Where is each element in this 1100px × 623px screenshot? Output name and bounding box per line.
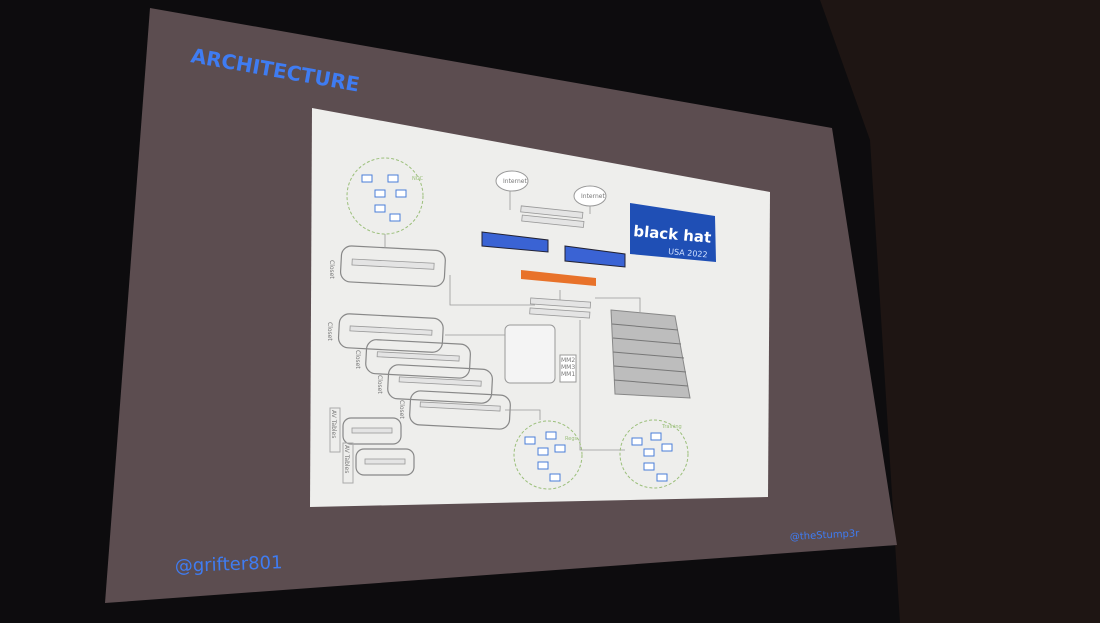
- core-switches: [520, 205, 585, 228]
- svg-text:USA 2022: USA 2022: [668, 247, 708, 259]
- svg-text:MM3: MM3: [561, 364, 575, 371]
- svg-text:MM1: MM1: [561, 371, 575, 378]
- firewall: [521, 270, 596, 286]
- svg-text:Closet: Closet: [326, 322, 333, 341]
- links: [449, 275, 641, 451]
- footer-right-handle: @theStump3r: [790, 528, 861, 543]
- svg-text:Closet: Closet: [354, 350, 361, 369]
- av-tables-2: AV Tables: [342, 442, 415, 484]
- svg-text:Training: Training: [661, 424, 682, 430]
- av-tables-1: AV Tables: [329, 407, 402, 453]
- distribution-switches: [529, 297, 592, 319]
- closet-4: Closet: [398, 390, 511, 430]
- cluster-noc: NOC: [346, 157, 424, 235]
- internet-cloud-1: Internet: [495, 170, 529, 192]
- closet-2: Closet: [354, 339, 471, 379]
- svg-text:Internet: Internet: [503, 178, 527, 185]
- footer-left-handle: @grifter801: [174, 552, 282, 577]
- internet-cloud-2: Internet: [573, 185, 607, 207]
- blackhat-logo: black hat USA 2022: [630, 203, 716, 262]
- closet-top: Closet: [328, 245, 446, 287]
- closet-3: Closet: [376, 364, 493, 404]
- cluster-training: Training: [619, 419, 689, 489]
- server-rack: [610, 309, 691, 399]
- svg-text:AV Tables: AV Tables: [343, 445, 350, 473]
- svg-text:AV Tables: AV Tables: [330, 410, 337, 438]
- svg-text:Closet: Closet: [328, 260, 335, 279]
- cluster-regs: Regs: [513, 420, 583, 490]
- cluster-links: [384, 234, 541, 420]
- blue-routers: [481, 231, 626, 268]
- svg-text:Closet: Closet: [398, 400, 405, 419]
- room-wall: [820, 0, 1100, 623]
- svg-text:Closet: Closet: [376, 375, 383, 394]
- wireless-controller: MM2 MM3 MM1: [504, 324, 577, 384]
- svg-text:Regs: Regs: [565, 436, 577, 442]
- svg-text:Internet: Internet: [581, 193, 605, 200]
- svg-text:MM2: MM2: [561, 357, 575, 364]
- svg-text:NOC: NOC: [412, 176, 424, 182]
- closet-1: Closet: [326, 313, 444, 353]
- internet-links: [509, 191, 591, 214]
